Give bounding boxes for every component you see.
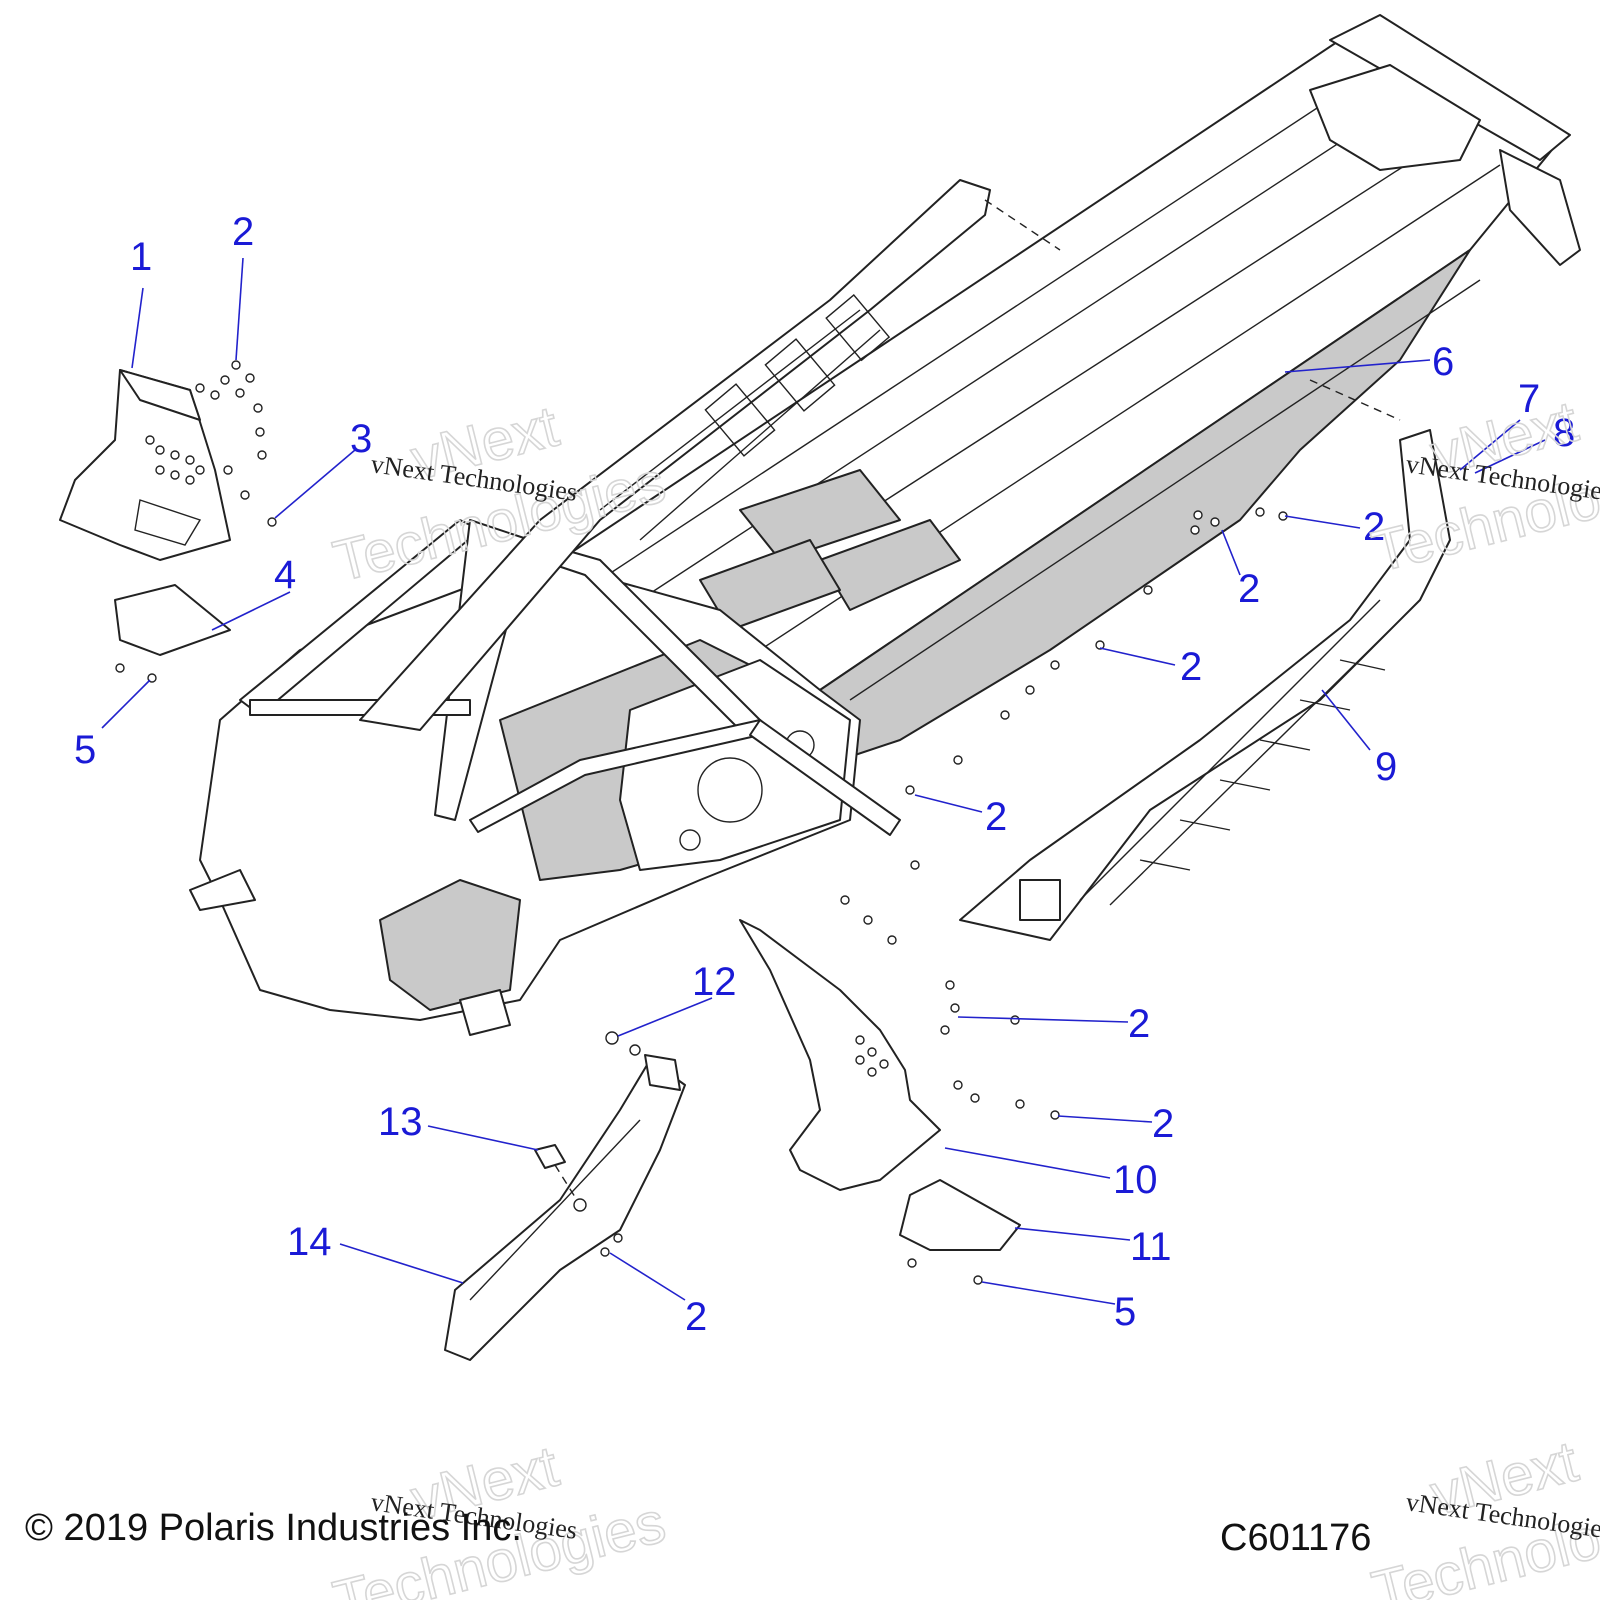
part-12-nut: [605, 1031, 641, 1056]
part-14-shield: [444, 1054, 686, 1361]
callout-2: 2: [1128, 1002, 1150, 1046]
callout-2: 2: [985, 795, 1007, 839]
callout-2: 2: [1152, 1102, 1174, 1146]
callout-14: 14: [287, 1220, 332, 1264]
part-13-clip: [534, 1144, 587, 1212]
callout-4: 4: [274, 553, 296, 597]
part-9-running-board: [959, 429, 1451, 941]
callout-2: 2: [685, 1295, 707, 1339]
bolts: [115, 360, 1288, 1285]
callout-11: 11: [1130, 1225, 1172, 1269]
callout-6: 6: [1432, 340, 1454, 384]
part-4-cover-plate: [114, 584, 231, 656]
callout-9: 9: [1375, 745, 1397, 789]
callout-12: 12: [692, 960, 737, 1004]
callout-5: 5: [1114, 1290, 1136, 1334]
callout-5: 5: [74, 728, 96, 772]
callout-labels: 1 2 3 4 5 6 7 8 2 2 2 9 2 12 2 2 13 10 1…: [74, 210, 1575, 1339]
callout-13: 13: [378, 1100, 423, 1144]
callout-10: 10: [1113, 1158, 1158, 1202]
callout-3: 3: [350, 417, 372, 461]
callout-1: 1: [130, 235, 152, 279]
callout-2: 2: [232, 210, 254, 254]
diagram-code: C601176: [1220, 1517, 1371, 1559]
part-1-bracket-plate: [59, 369, 231, 561]
part-10-bracket: [739, 919, 941, 1191]
copyright-notice: © 2019 Polaris Industries Inc.: [25, 1507, 522, 1549]
callout-2: 2: [1180, 645, 1202, 689]
chassis-frame: [189, 14, 1581, 1036]
callout-2: 2: [1363, 505, 1385, 549]
callout-8: 8: [1553, 411, 1575, 455]
callout-7: 7: [1518, 377, 1540, 421]
part-11-cover-plate: [899, 1179, 1021, 1251]
callout-2: 2: [1238, 567, 1260, 611]
leader-lines: [101, 257, 1546, 1305]
